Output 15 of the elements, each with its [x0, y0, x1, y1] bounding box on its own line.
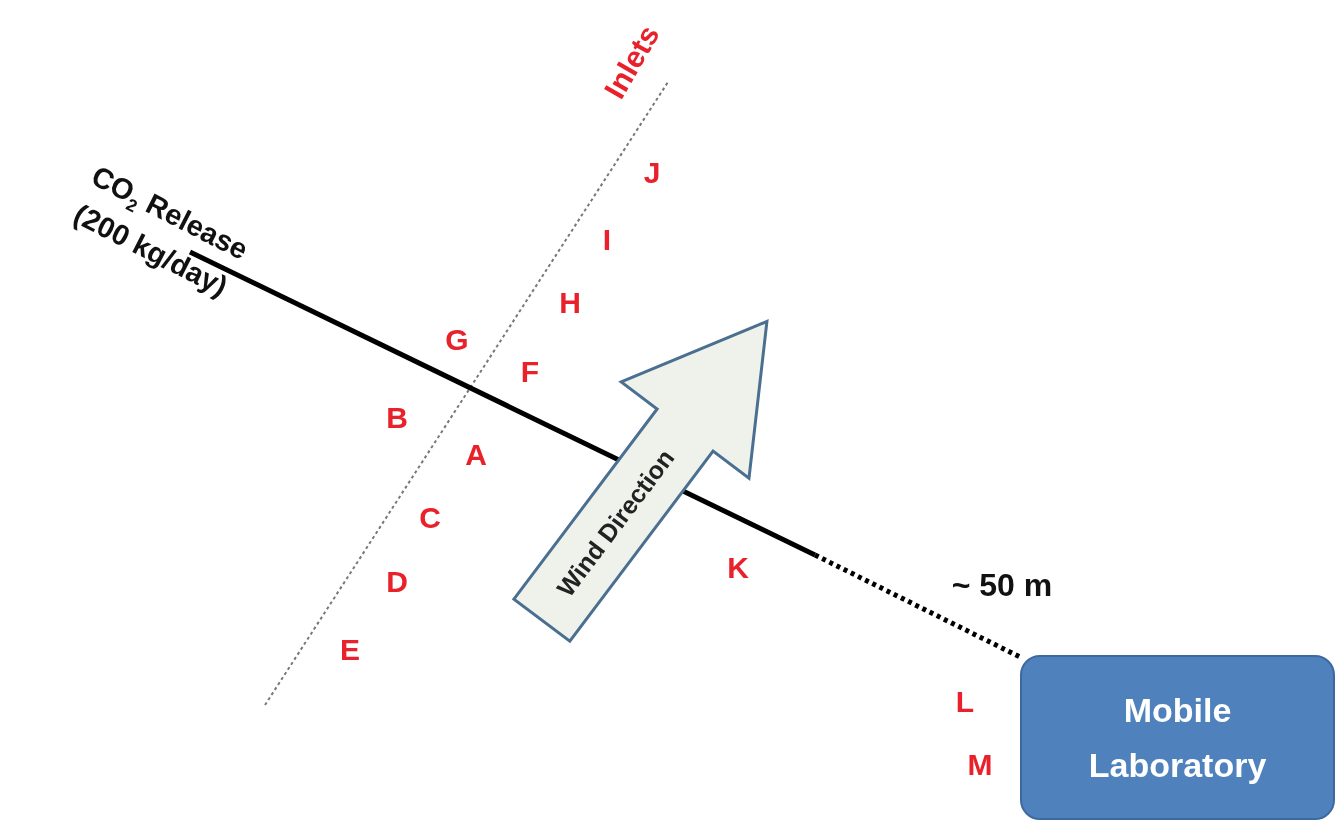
inlet-letter: K [727, 553, 749, 583]
laboratory-box: Mobile Laboratory [1020, 655, 1335, 820]
inlet-letter: H [559, 288, 581, 318]
inlet-letter: B [386, 403, 408, 433]
inlet-letter: L [955, 687, 975, 717]
inlet-letter: M [967, 750, 993, 780]
inlet-letter: F [520, 357, 540, 387]
inlet-letter: I [602, 225, 612, 255]
inlet-letter: A [465, 440, 487, 470]
inlet-letter: J [643, 158, 661, 188]
connector-line [813, 552, 1022, 660]
inlet-letter: G [445, 325, 469, 355]
inlet-letter: D [386, 567, 408, 597]
inlet-letter: C [419, 503, 441, 533]
inlet-letter: E [340, 635, 360, 665]
